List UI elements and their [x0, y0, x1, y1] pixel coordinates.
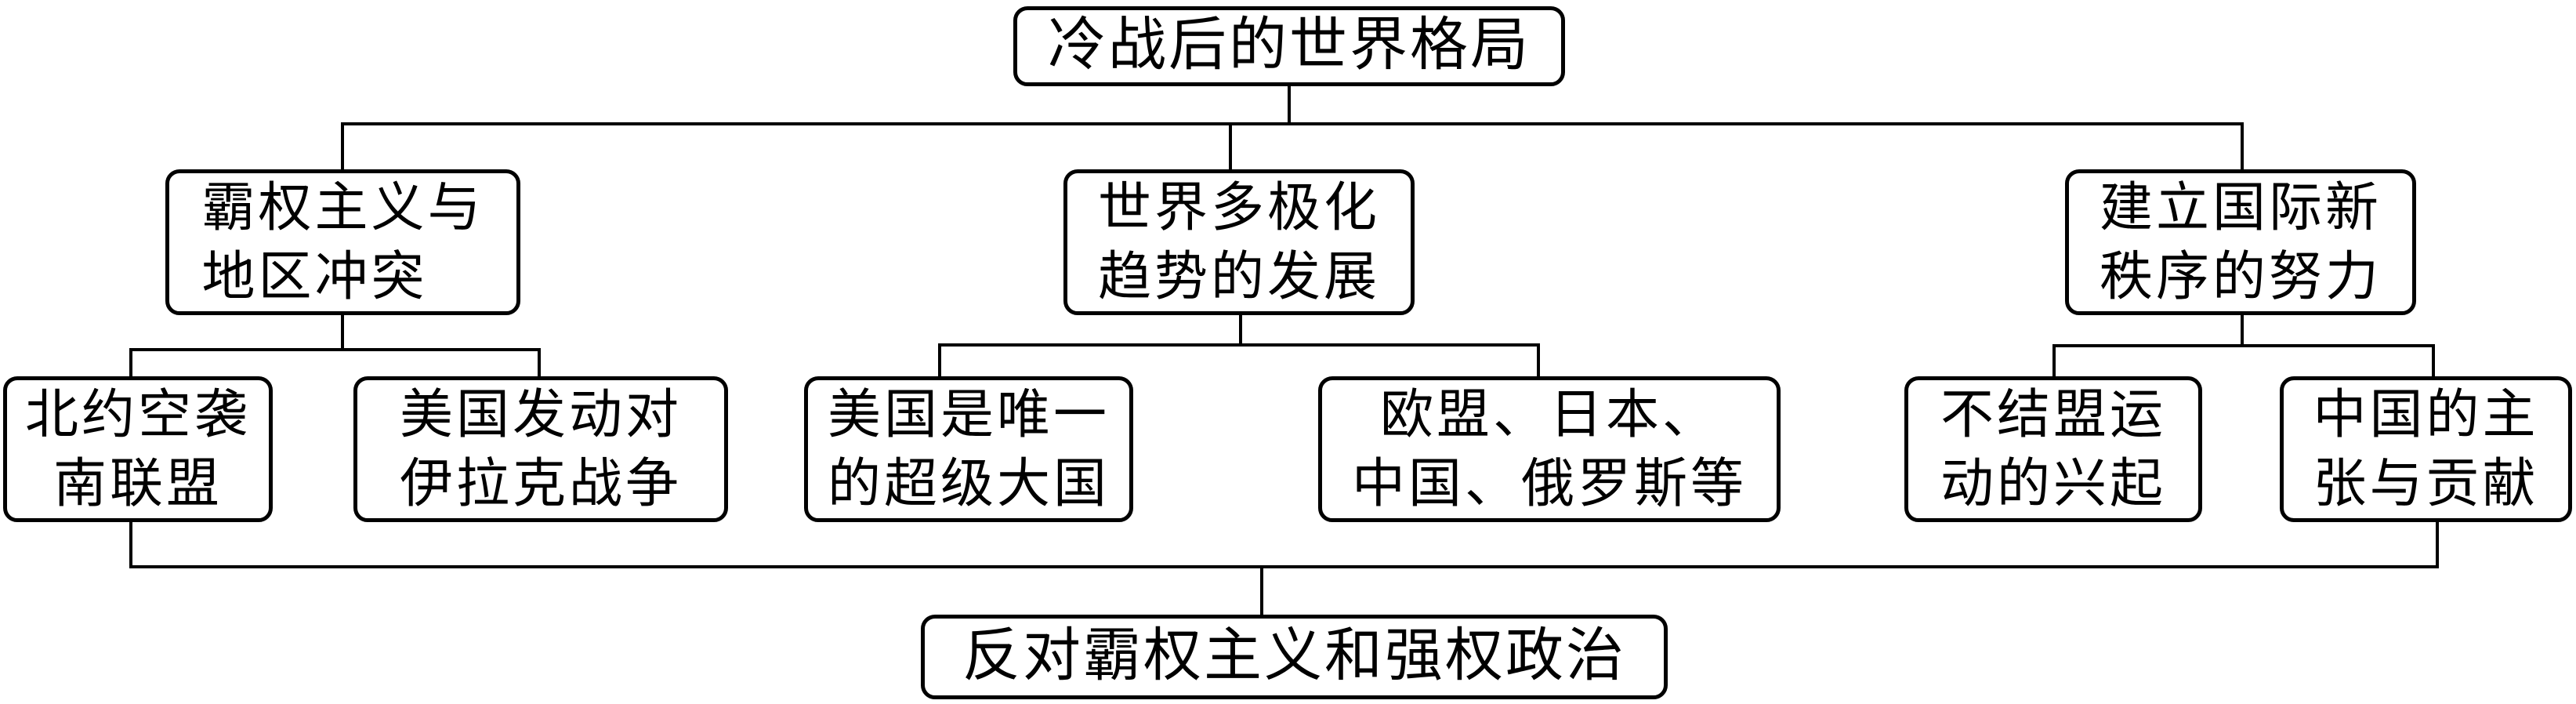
- node-eu-japan-china-russia: 欧盟、日本、 中国、俄罗斯等: [1318, 376, 1781, 522]
- node-lines: 美国发动对 伊拉克战争: [400, 380, 682, 518]
- node-label-line: 地区冲突: [201, 247, 428, 307]
- node-label-line: 中国、俄罗斯等: [1351, 454, 1747, 513]
- node-root-lines: 冷战后的世界格局: [1048, 13, 1531, 78]
- node-label-line: 美国是唯一: [827, 385, 1110, 445]
- node-lines: 反对霸权主义和强权政治: [962, 624, 1626, 689]
- node-label-line: 秩序的努力: [2099, 247, 2382, 307]
- node-china-proposals-contributions: 中国的主 张与贡献: [2280, 376, 2572, 522]
- node-lines: 北约空袭 南联盟: [25, 380, 251, 518]
- node-lines: 建立国际新 秩序的努力: [2100, 173, 2382, 311]
- node-label-line: 南联盟: [53, 454, 223, 513]
- node-new-international-order-efforts: 建立国际新 秩序的努力: [2065, 169, 2416, 315]
- node-lines: 不结盟运 动的兴起: [1940, 380, 2166, 518]
- node-label-line: 不结盟运: [1940, 385, 2166, 445]
- node-label-line: 的超级大国: [827, 454, 1110, 513]
- node-nato-airstrike-yugoslavia: 北约空袭 南联盟: [3, 376, 273, 522]
- node-oppose-hegemonism-power-politics: 反对霸权主义和强权政治: [921, 615, 1668, 699]
- node-label-line: 北约空袭: [24, 385, 251, 445]
- node-label-line: 美国发动对: [399, 385, 682, 445]
- connector-path: [129, 85, 2439, 616]
- node-label-line: 世界多极化: [1097, 178, 1380, 238]
- node-label-line: 伊拉克战争: [399, 454, 682, 513]
- node-label-line: 动的兴起: [1940, 454, 2166, 513]
- node-label-line: 张与贡献: [2313, 454, 2539, 513]
- node-hegemonism-regional-conflicts: 霸权主义与 地区冲突: [165, 169, 520, 315]
- node-root: 冷战后的世界格局: [1013, 6, 1565, 86]
- node-us-iraq-war: 美国发动对 伊拉克战争: [353, 376, 728, 522]
- node-label-line: 欧盟、日本、: [1379, 385, 1719, 445]
- node-us-sole-superpower: 美国是唯一 的超级大国: [804, 376, 1133, 522]
- node-conclusion-label: 反对霸权主义和强权政治: [962, 624, 1626, 689]
- node-lines: 美国是唯一 的超级大国: [828, 380, 1110, 518]
- node-lines: 世界多极化 趋势的发展: [1098, 173, 1380, 311]
- node-multipolarization-trend: 世界多极化 趋势的发展: [1063, 169, 1415, 315]
- node-lines: 霸权主义与 地区冲突: [201, 173, 484, 311]
- node-label-line: 建立国际新: [2099, 178, 2382, 238]
- node-label-line: 霸权主义与: [201, 178, 484, 238]
- node-root-label: 冷战后的世界格局: [1048, 13, 1531, 78]
- node-lines: 欧盟、日本、 中国、俄罗斯等: [1352, 380, 1747, 518]
- node-non-aligned-movement: 不结盟运 动的兴起: [1904, 376, 2202, 522]
- node-label-line: 趋势的发展: [1097, 247, 1380, 307]
- node-label-line: 中国的主: [2313, 385, 2539, 445]
- node-lines: 中国的主 张与贡献: [2313, 380, 2538, 518]
